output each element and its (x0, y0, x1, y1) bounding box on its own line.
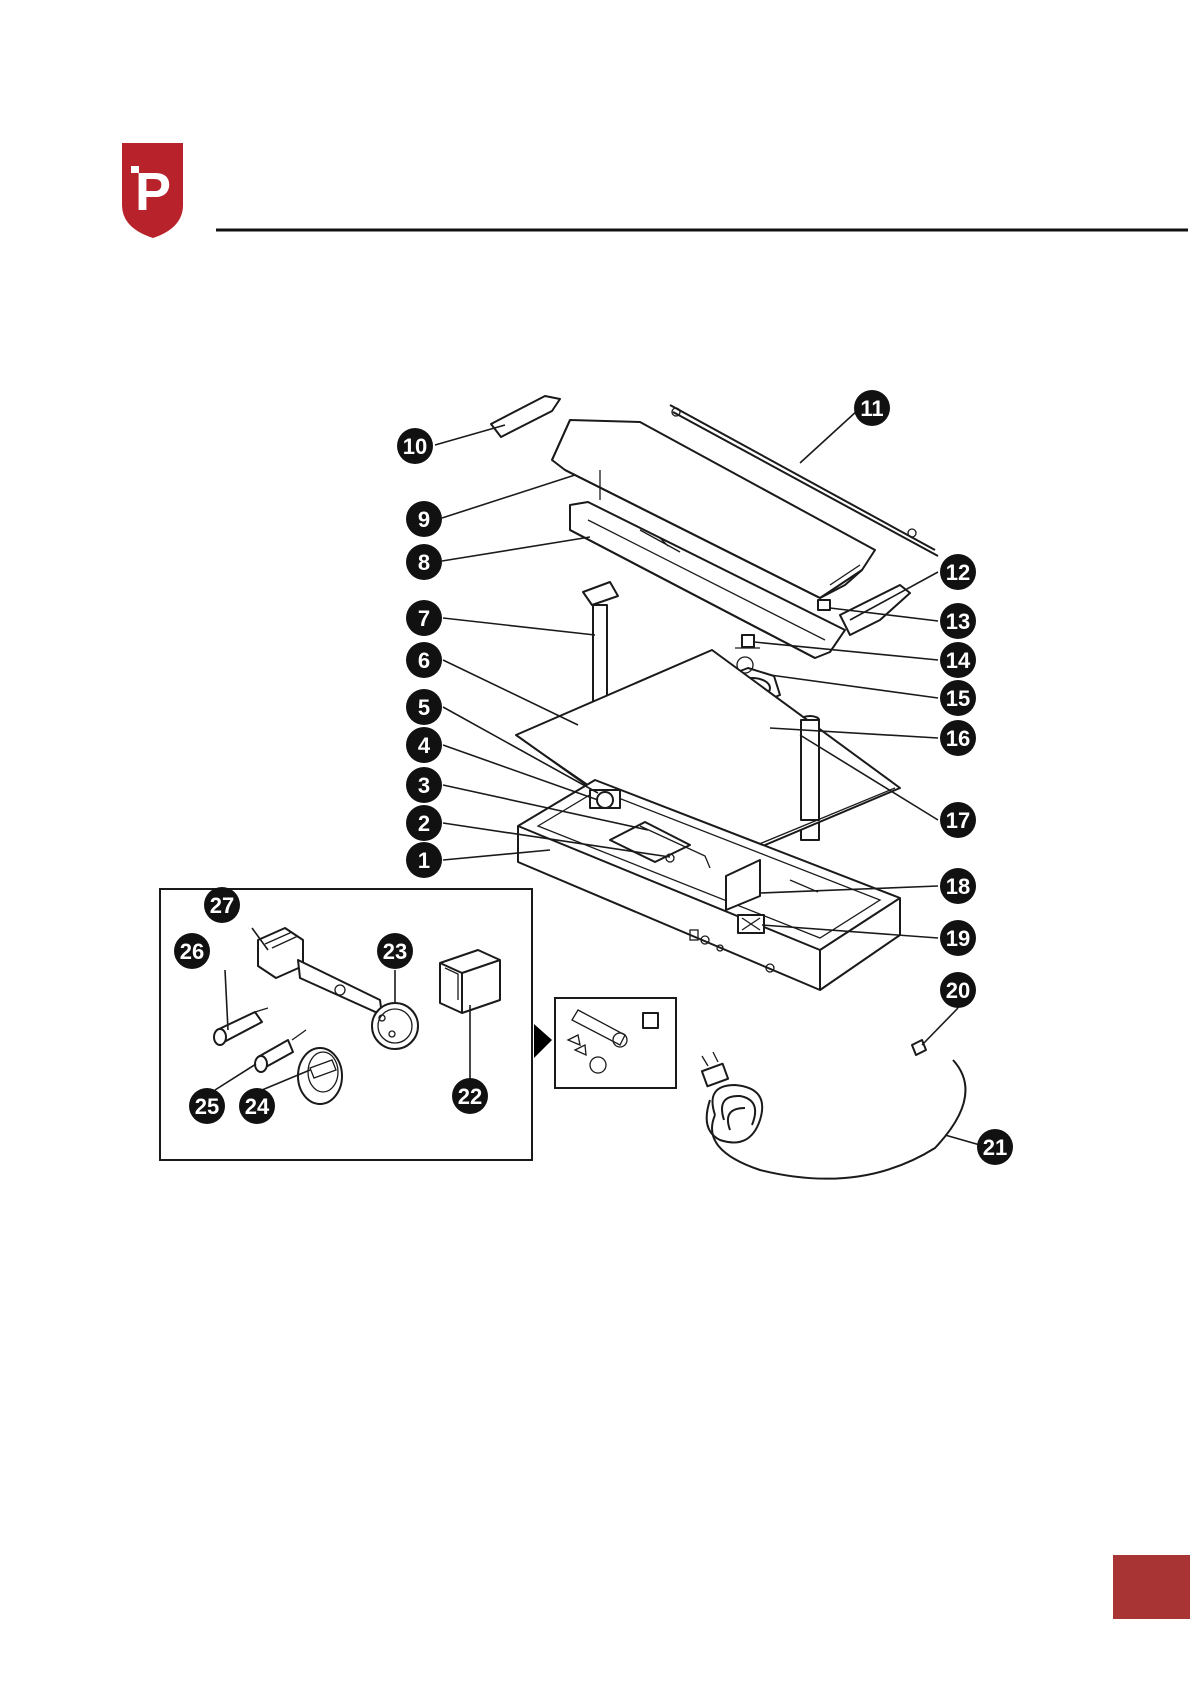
svg-text:4: 4 (418, 733, 431, 758)
svg-text:17: 17 (946, 808, 970, 833)
svg-text:18: 18 (946, 874, 970, 899)
svg-text:8: 8 (418, 550, 430, 575)
svg-text:27: 27 (210, 893, 234, 918)
callout-2: 2 (406, 805, 442, 841)
callout-26: 26 (174, 933, 210, 969)
svg-text:26: 26 (180, 939, 204, 964)
svg-text:6: 6 (418, 648, 430, 673)
callout-24: 24 (239, 1088, 275, 1124)
svg-text:2: 2 (418, 811, 430, 836)
callout-18: 18 (940, 868, 976, 904)
callout-1: 1 (406, 842, 442, 878)
svg-text:5: 5 (418, 695, 430, 720)
part-21-power-cord (702, 1052, 966, 1179)
callout-6: 6 (406, 642, 442, 678)
callout-27: 27 (204, 887, 240, 923)
callout-4: 4 (406, 727, 442, 763)
svg-text:11: 11 (860, 396, 883, 421)
callout-13: 13 (940, 603, 976, 639)
callout-11: 11 (854, 390, 890, 426)
svg-text:1: 1 (418, 848, 430, 873)
svg-text:3: 3 (418, 773, 430, 798)
svg-text:10: 10 (403, 434, 427, 459)
callout-9: 9 (406, 501, 442, 537)
svg-text:7: 7 (418, 606, 430, 631)
callout-14: 14 (940, 642, 976, 678)
svg-text:15: 15 (946, 686, 970, 711)
exploded-parts-diagram: 10 11 9 8 7 6 5 4 3 2 1 12 13 14 15 16 1… (0, 0, 1192, 1220)
part-5-socket (597, 792, 613, 808)
callout-16: 16 (940, 720, 976, 756)
part-19-switch-block (738, 915, 764, 933)
svg-text:14: 14 (946, 648, 971, 673)
svg-text:20: 20 (946, 978, 970, 1003)
page-number-box (1113, 1555, 1190, 1619)
part-13-clip (818, 600, 830, 610)
part-24-control-knob (298, 1048, 342, 1104)
svg-text:23: 23 (383, 939, 407, 964)
callout-10: 10 (397, 428, 433, 464)
svg-text:19: 19 (946, 926, 970, 951)
callout-7: 7 (406, 600, 442, 636)
svg-text:21: 21 (983, 1135, 1007, 1160)
callout-5: 5 (406, 689, 442, 725)
svg-text:9: 9 (418, 507, 430, 532)
callout-8: 8 (406, 544, 442, 580)
svg-text:16: 16 (946, 726, 970, 751)
part-22-thermostat-box (440, 950, 500, 1013)
svg-text:13: 13 (946, 609, 970, 634)
callout-21: 21 (977, 1129, 1013, 1165)
callout-25: 25 (189, 1088, 225, 1124)
svg-text:25: 25 (195, 1094, 219, 1119)
callout-23: 23 (377, 933, 413, 969)
callout-3: 3 (406, 767, 442, 803)
part-10-end-cap (491, 396, 560, 437)
callout-19: 19 (940, 920, 976, 956)
svg-text:12: 12 (946, 560, 970, 585)
callout-20: 20 (940, 972, 976, 1008)
callout-15: 15 (940, 680, 976, 716)
inset-thumbnail (534, 998, 676, 1088)
callout-17: 17 (940, 802, 976, 838)
callout-22: 22 (452, 1078, 488, 1114)
svg-text:22: 22 (458, 1084, 482, 1109)
callout-12: 12 (940, 554, 976, 590)
svg-text:24: 24 (245, 1094, 270, 1119)
